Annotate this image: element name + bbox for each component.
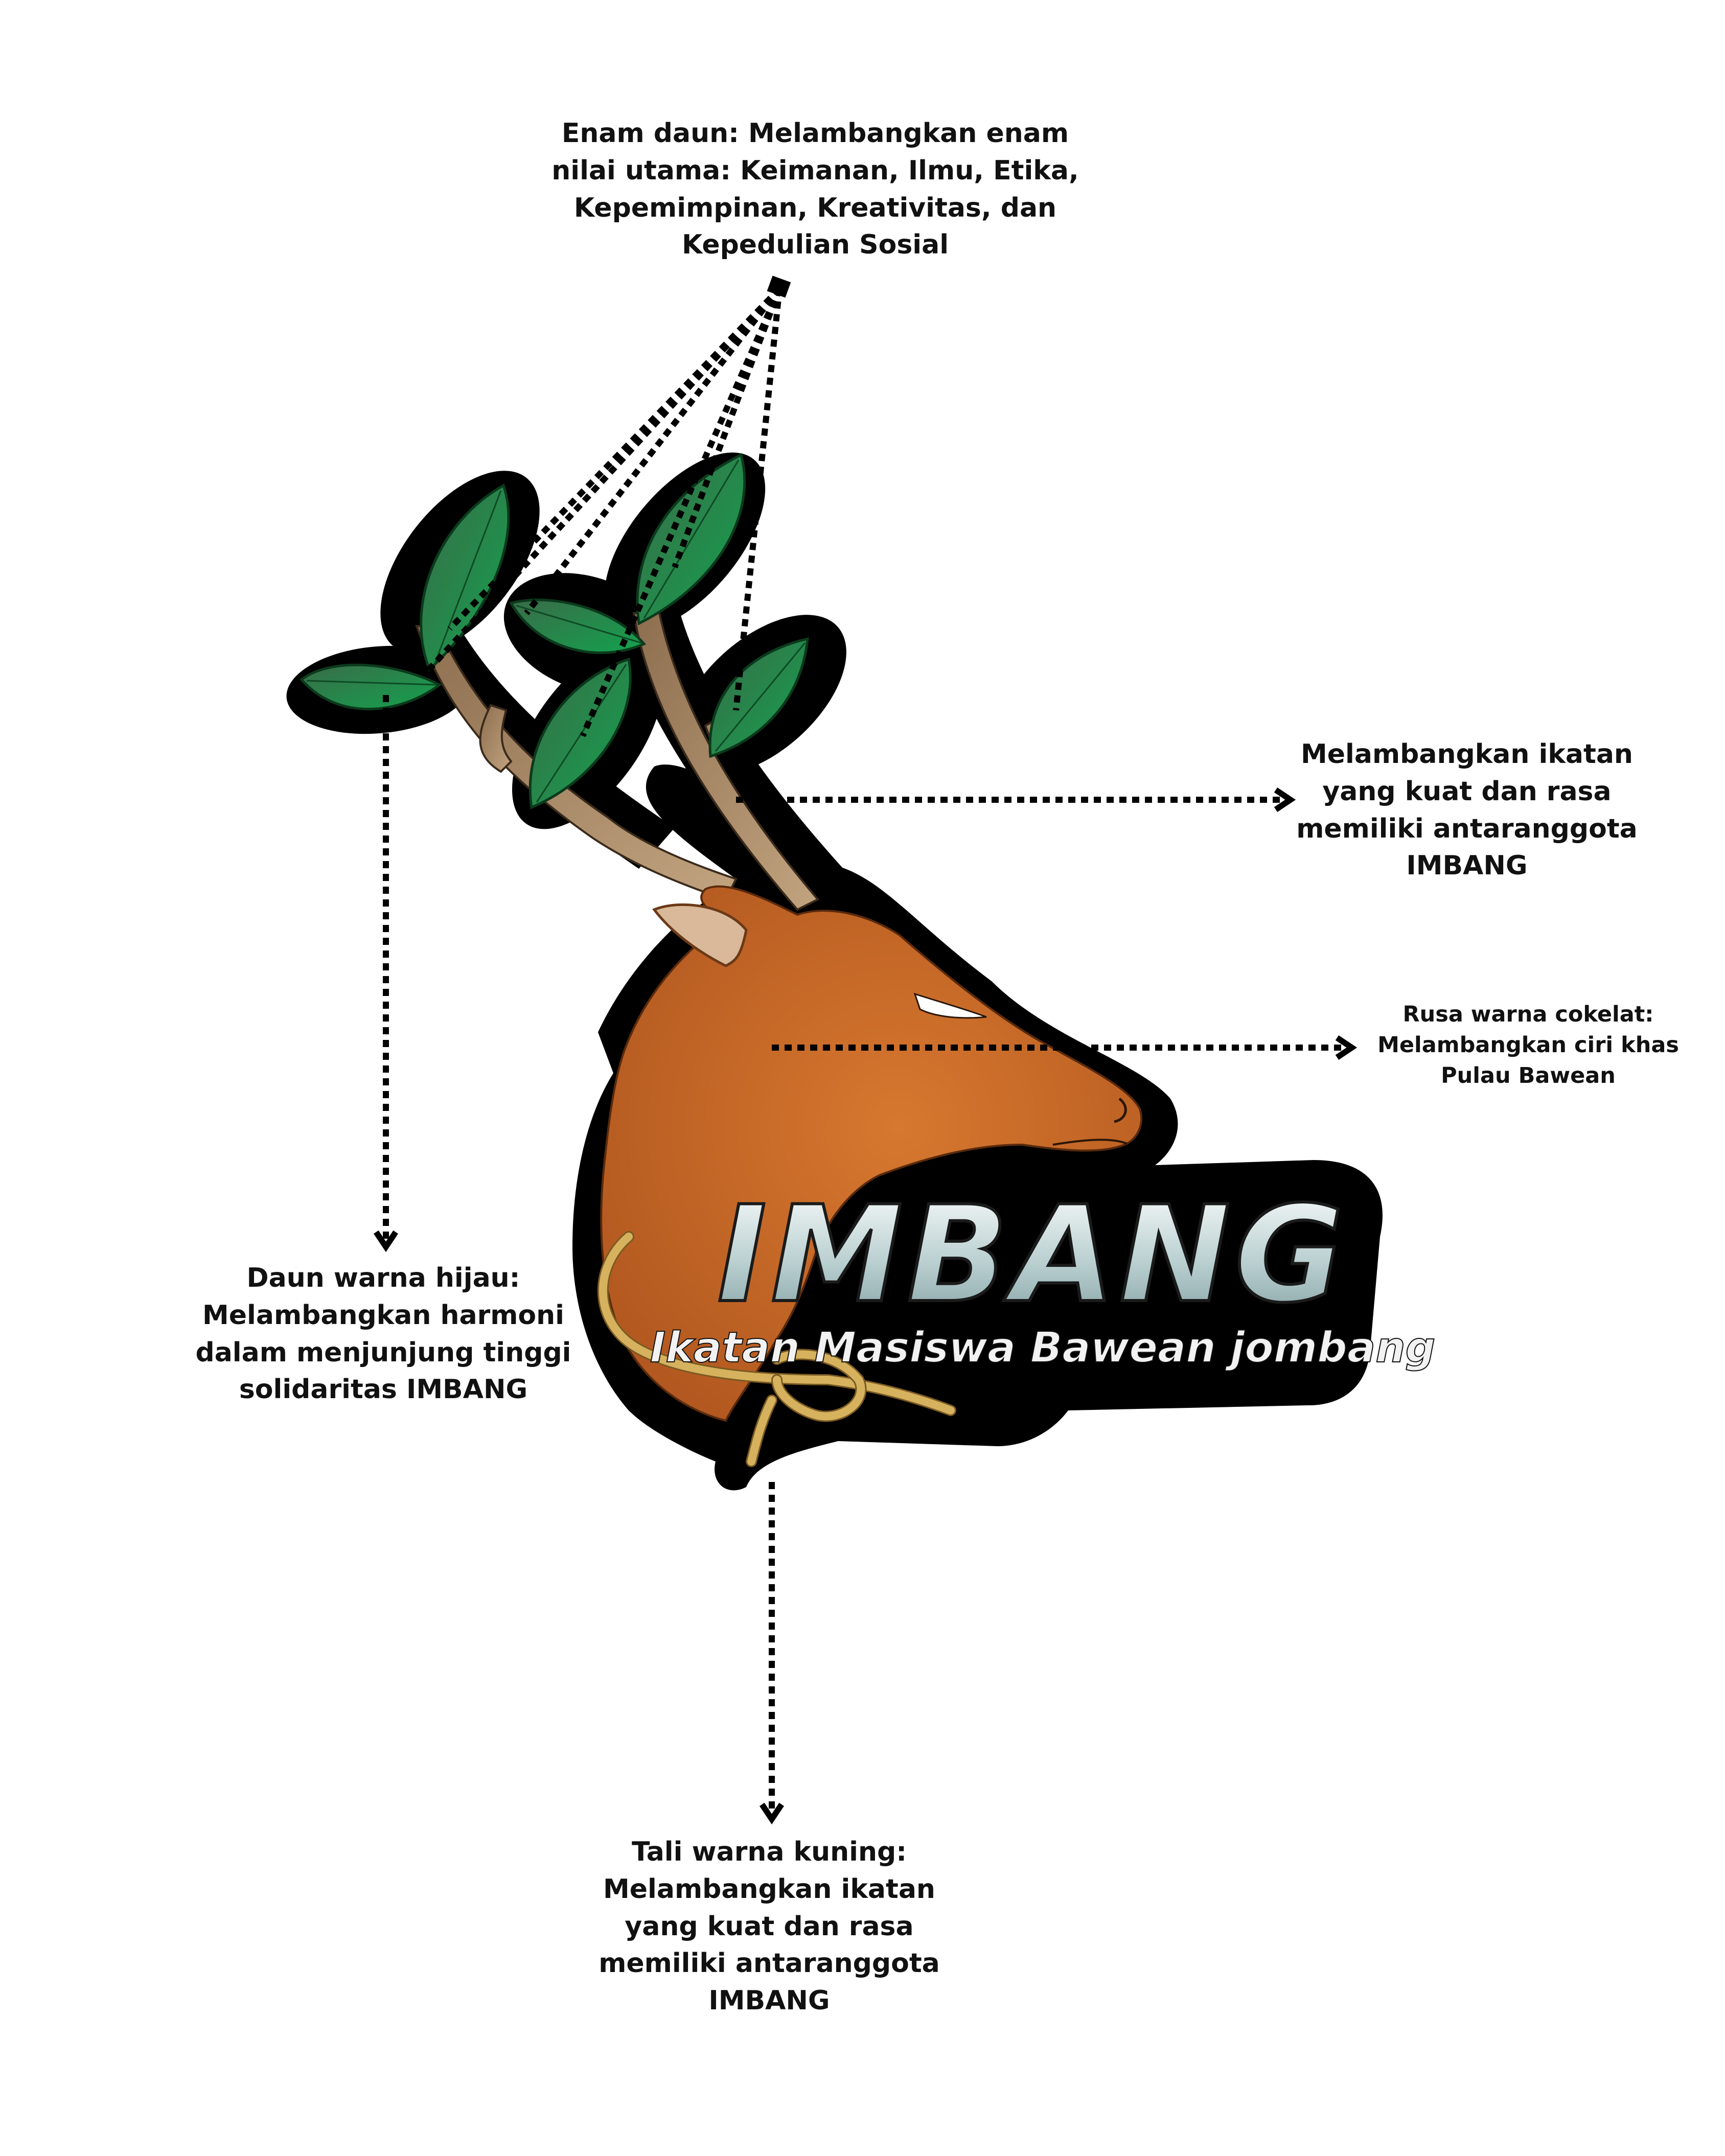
leaf-6 <box>708 637 809 758</box>
deer-nostril <box>1114 1098 1127 1123</box>
logo-text-block: IMBANG Ikatan Masiswa Bawean jombang <box>650 1176 1436 1373</box>
leader-leaf-1 <box>422 286 782 677</box>
leader-leaf-5 <box>672 287 783 569</box>
label-green-leaves: Daun warna hijau: Melambangkan harmoni d… <box>195 1263 571 1405</box>
leaf-5 <box>636 453 746 625</box>
left-antler-tine <box>479 704 513 773</box>
deer-head <box>600 885 1143 1422</box>
deer-ear <box>652 903 748 967</box>
leader-leaf-2 <box>447 286 782 631</box>
leader-leaf-4 <box>580 287 783 737</box>
deer-eye <box>913 992 987 1019</box>
leader-lines <box>374 286 1358 1825</box>
leader-leaf-3 <box>524 287 782 615</box>
label-yellow-rope: Tali warna kuning: Melambangkan ikatan y… <box>599 1837 940 2016</box>
leaves <box>300 453 809 809</box>
label-strong-bond: Melambangkan ikatan yang kuat dan rasa m… <box>1296 739 1638 882</box>
imbang-logo: IMBANG Ikatan Masiswa Bawean jombang <box>286 452 1436 1491</box>
leaf-3 <box>509 598 647 654</box>
leaf-1 <box>300 663 442 710</box>
logo-subtitle: Ikatan Masiswa Bawean jombang <box>650 1324 1436 1372</box>
label-brown-deer: Rusa warna cokelat: Melambangkan ciri kh… <box>1377 1002 1679 1089</box>
leader-leaf-6 <box>733 288 783 711</box>
leader-apex <box>767 275 791 298</box>
deer-mouth <box>1052 1139 1128 1146</box>
rope <box>597 1231 956 1467</box>
logo-title: IMBANG <box>717 1178 1348 1332</box>
label-six-leaves: Enam daun: Melambangkan enam nilai utama… <box>551 118 1079 261</box>
right-antler <box>632 612 820 911</box>
